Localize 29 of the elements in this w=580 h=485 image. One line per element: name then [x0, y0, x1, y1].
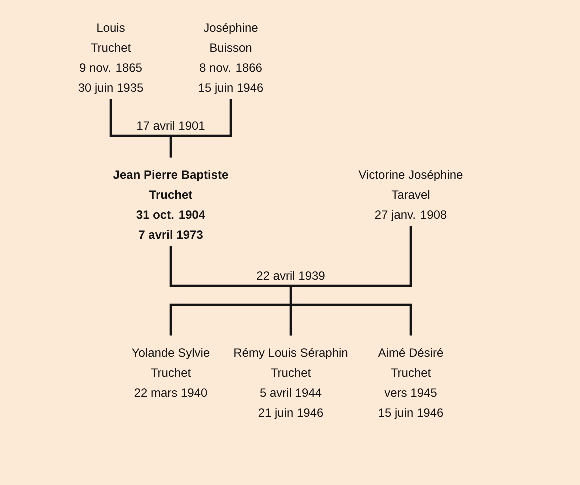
life-date: 15 juin 1946 — [379, 408, 444, 420]
person-name: Louis Truchet — [91, 23, 132, 52]
life-date: 9 nov. 1865 — [80, 64, 142, 72]
life-date: 22 mars 1940 — [134, 388, 208, 398]
life-date: 31 oct. 1904 — [136, 210, 206, 220]
life-date: 7 avril 1973 — [139, 230, 203, 240]
life-date: 5 avril 1944 — [260, 388, 322, 398]
connector-line — [290, 305, 292, 336]
connector-line — [291, 226, 412, 288]
life-date: 30 juin 1935 — [78, 83, 144, 94]
person-name: Victorine Joséphine Taravel — [358, 170, 463, 200]
life-date: 27 janv. 1908 — [375, 210, 447, 222]
edge-label: 17 avril 1901 — [136, 120, 206, 132]
connector-line — [170, 304, 291, 336]
connector-line — [170, 246, 291, 288]
person-name: Joséphine Buisson — [204, 23, 258, 52]
life-date: 21 juin 1946 — [258, 408, 324, 420]
connector-line — [171, 99, 232, 138]
edge-label: 22 avril 1939 — [256, 270, 326, 282]
person-name: Rémy Louis Séraphin Truchet — [234, 348, 348, 378]
connector-line — [110, 99, 171, 138]
connector-line — [290, 286, 292, 305]
person-name: Jean Pierre Baptiste Truchet — [114, 170, 228, 200]
life-date: 15 juin 1946 — [199, 83, 264, 94]
connector-line — [170, 136, 172, 158]
connector-line — [291, 304, 412, 336]
life-date: 8 nov. 1866 — [200, 64, 262, 72]
life-date: vers 1945 — [384, 388, 437, 398]
person-name: Yolande Sylvie Truchet — [132, 348, 210, 378]
